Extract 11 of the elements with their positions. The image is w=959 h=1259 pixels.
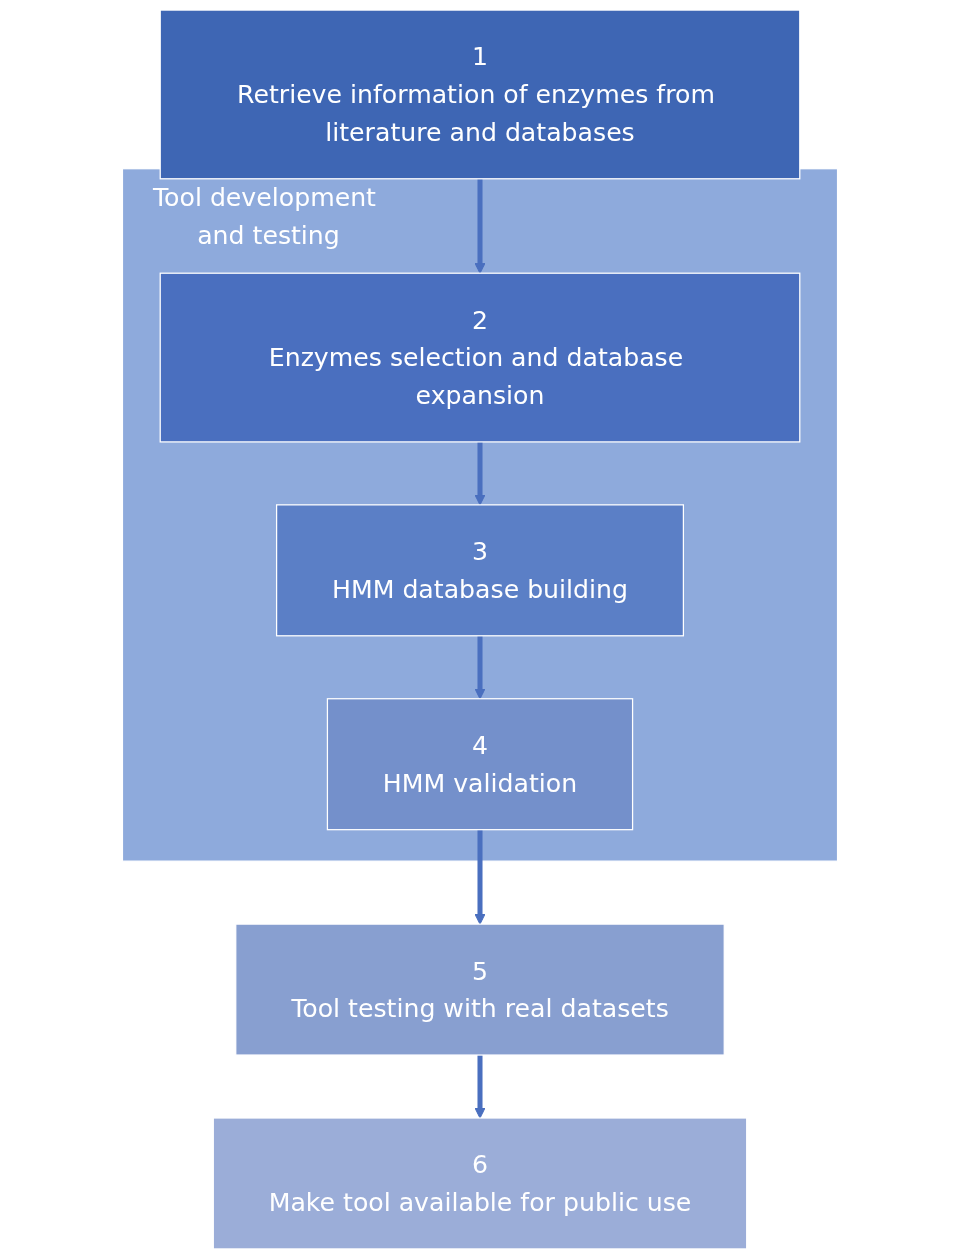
arrow [473, 178, 486, 274]
node-box: 6 Make tool available for public use [212, 1117, 747, 1250]
node-box: 5 Tool testing with real datasets [234, 923, 725, 1056]
node-box: 3 HMM database building [275, 504, 684, 637]
arrow [473, 1055, 486, 1119]
arrow [473, 829, 486, 925]
node-box: 1 Retrieve information of enzymes from literature and databases [159, 9, 800, 180]
arrow [473, 635, 486, 700]
node-box: 4 HMM validation [326, 698, 633, 831]
arrow [473, 441, 486, 506]
node-box: 2 Enzymes selection and database expansion [159, 272, 800, 443]
